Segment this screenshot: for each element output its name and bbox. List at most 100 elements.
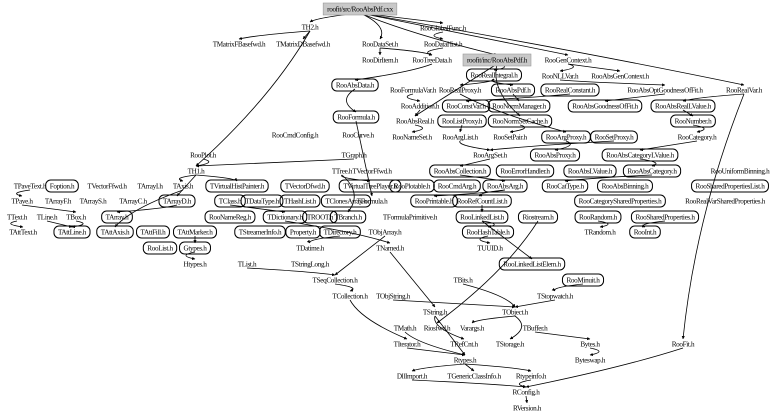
node-NormSetCache[interactable]: RooNormSetCache.h (487, 114, 553, 128)
node-TArrayD[interactable]: TArrayD.h (158, 194, 196, 208)
node-Byteswap[interactable]: Byteswap.h (575, 357, 606, 365)
node-TAttMarker[interactable]: TAttMarker.h (173, 225, 217, 239)
node-AbsLValue[interactable]: RooAbsLValue.h (563, 164, 617, 178)
node-TAttLine[interactable]: TAttLine.h (53, 225, 91, 239)
node-TFormula[interactable]: TFormula.h (357, 198, 389, 206)
node-TArrayF[interactable]: TArrayF.h (45, 198, 72, 206)
node-Htypes[interactable]: Htypes.h (184, 261, 208, 269)
node-TFormulaPrimitive[interactable]: TFormulaPrimitive.h (383, 214, 438, 222)
node-TObject[interactable]: TObject.h (502, 309, 529, 317)
node-TTree[interactable]: TTree.h (332, 168, 353, 176)
node-SharedProps[interactable]: RooSharedProperties.h (630, 210, 700, 224)
node-ArgList[interactable]: RooArgList.h (442, 134, 479, 142)
node-AbsCategory[interactable]: RooAbsCategory.h (622, 164, 682, 178)
node-TArray[interactable]: TArray.h (101, 210, 133, 224)
node-RealConstant[interactable]: RooRealConstant.h (540, 83, 600, 97)
node-TH1[interactable]: TH1.h (188, 168, 206, 176)
node-TVectorFfwd[interactable]: TVectorFfwd.h (87, 183, 127, 191)
node-RVersion[interactable]: RVersion.h (513, 405, 542, 413)
node-Plot[interactable]: RooPlot.h (190, 152, 217, 160)
node-TRandom[interactable]: TRandom.h (585, 229, 617, 237)
node-SetPair[interactable]: RooSetPair.h (493, 134, 528, 142)
node-DllImport[interactable]: DllImport.h (397, 373, 428, 381)
node-AbsCollection[interactable]: RooAbsCollection.h (429, 164, 491, 178)
node-CatType[interactable]: RooCatType.h (541, 179, 589, 193)
node-NameReg[interactable]: RooNameReg.h (204, 210, 256, 224)
node-TArrayS[interactable]: TArrayS.h (80, 198, 108, 206)
node-GlobalFunc[interactable]: RooGlobalFunc.h (420, 25, 467, 33)
node-UniformBinning[interactable]: RooUniformBinning.h (711, 168, 771, 176)
node-AbsCatLValue[interactable]: RooAbsCategoryLValue.h (601, 148, 679, 162)
node-Addition[interactable]: RooAddition.h (401, 103, 440, 111)
node-ListProxy[interactable]: RooListProxy.h (437, 114, 487, 128)
node-Printable[interactable]: RooPrintable.h (410, 194, 458, 208)
node-TVectorFfwd2[interactable]: TVectorFfwd.h (352, 168, 392, 176)
node-FormulaVar[interactable]: RooFormulaVar.h (390, 87, 437, 95)
node-TArrayC[interactable]: TArrayC.h (119, 198, 148, 206)
node-TVirtualHistPainter[interactable]: TVirtualHistPainter.h (205, 179, 269, 193)
node-Minuit[interactable]: RooMinuit.h (561, 273, 605, 287)
node-Bytes[interactable]: Bytes.h (580, 341, 600, 349)
node-TPaveText[interactable]: TPaveText.h (14, 183, 48, 191)
node-ArgSet[interactable]: RooArgSet.h (473, 152, 508, 160)
node-RefCountList[interactable]: RooRefCountList.h (452, 194, 512, 208)
node-ConstVar[interactable]: RooConstVar.h (441, 99, 491, 113)
node-NameSet[interactable]: RooNameSet.h (392, 134, 433, 142)
node-ArgProxy[interactable]: RooArgProxy.h (541, 130, 591, 144)
node-Curve[interactable]: RooCurve.h (342, 132, 375, 140)
node-DirItem[interactable]: RooDirItem.h (362, 57, 399, 65)
node-TText[interactable]: TText.h (7, 214, 28, 222)
node-TNamed[interactable]: TNamed.h (376, 245, 405, 253)
node-GenContext[interactable]: RooGenContext.h (545, 57, 593, 65)
node-TIterator[interactable]: TIterator.h (394, 341, 422, 349)
node-TStringLong[interactable]: TStringLong.h (291, 261, 330, 269)
node-TAttFill[interactable]: TAttFill.h (136, 225, 170, 239)
node-Category[interactable]: RooCategory.h (678, 134, 718, 142)
node-TDictionary[interactable]: TDictionary.h (262, 210, 308, 224)
node-AbsPdfInc[interactable]: roofit/inc/RooAbsPdf.h (462, 53, 532, 67)
node-Formula[interactable]: RooFormula.h (332, 110, 380, 124)
node-AbsProxy[interactable]: RooAbsProxy.h (529, 148, 581, 162)
node-TStorage[interactable]: TStorage.h (496, 341, 525, 349)
node-TClass[interactable]: TClass.h (214, 194, 246, 208)
node-TROOT[interactable]: TROOT.h (302, 210, 338, 224)
node-Foption[interactable]: Foption.h (45, 179, 79, 193)
node-AbsGenContext[interactable]: RooAbsGenContext.h (591, 73, 649, 81)
node-DataSet[interactable]: RooDataSet.h (362, 41, 399, 49)
node-TGraph[interactable]: TGraph.h (342, 152, 368, 160)
node-TLine[interactable]: TLine.h (37, 214, 59, 222)
node-TreeData[interactable]: RooTreeData.h (412, 57, 452, 65)
node-CmdConfig[interactable]: RooCmdConfig.h (272, 132, 320, 140)
node-TMath[interactable]: TMath.h (394, 325, 418, 333)
node-TRefCnt[interactable]: TRefCnt.h (450, 341, 478, 349)
node-RealVarSharedProps[interactable]: RooRealVarSharedProperties.h (685, 198, 766, 206)
node-TSeqCollection[interactable]: TSeqCollection.h (313, 277, 359, 285)
node-AbsArg[interactable]: RooAbsArg.h (482, 179, 528, 193)
node-CmdArg[interactable]: RooCmdArg.h (433, 179, 481, 193)
node-TObjArray[interactable]: TObjArray.h (369, 229, 403, 237)
node-Riostream[interactable]: Riostream.h (517, 210, 559, 224)
node-TUUID[interactable]: TUUID.h (477, 245, 503, 253)
node-TObjString[interactable]: TObjString.h (376, 293, 411, 301)
node-TBits[interactable]: TBits.h (454, 277, 474, 285)
node-HashTable[interactable]: RooHashTable.h (461, 225, 515, 239)
node-Rtypes[interactable]: Rtypes.h (454, 357, 478, 365)
node-TCollection[interactable]: TCollection.h (332, 293, 368, 301)
node-AbsReal[interactable]: RooAbsReal.h (396, 118, 435, 126)
node-THashList[interactable]: THashList.h (279, 194, 321, 208)
node-TVectorDfwd[interactable]: TVectorDfwd.h (280, 179, 330, 193)
node-TStopwatch[interactable]: TStopwatch.h (537, 293, 574, 301)
node-DataHist[interactable]: RooDataHist.h (424, 41, 463, 49)
node-TStreamerInfo[interactable]: TStreamerInfo.h (234, 225, 286, 239)
node-NLLVar[interactable]: RooNLLVar.h (542, 73, 580, 81)
node-AbsRealLValue[interactable]: RooAbsRealLValue.h (650, 99, 716, 113)
node-LinkedListElem[interactable]: RooLinkedListElem.h (498, 257, 566, 271)
node-RConfig[interactable]: RConfig.h (512, 389, 540, 397)
node-TDatime[interactable]: TDatime.h (296, 245, 325, 253)
node-RooList[interactable]: RooList.h (142, 241, 178, 255)
node-RooFit[interactable]: RooFit.h (672, 341, 696, 349)
node-TAxis[interactable]: TAxis.h (173, 183, 194, 191)
node-AbsData[interactable]: RooAbsData.h (331, 78, 379, 92)
node-TGenericClassInfo[interactable]: TGenericClassInfo.h (447, 373, 502, 381)
node-TDirectory[interactable]: TDirectory.h (319, 225, 361, 239)
